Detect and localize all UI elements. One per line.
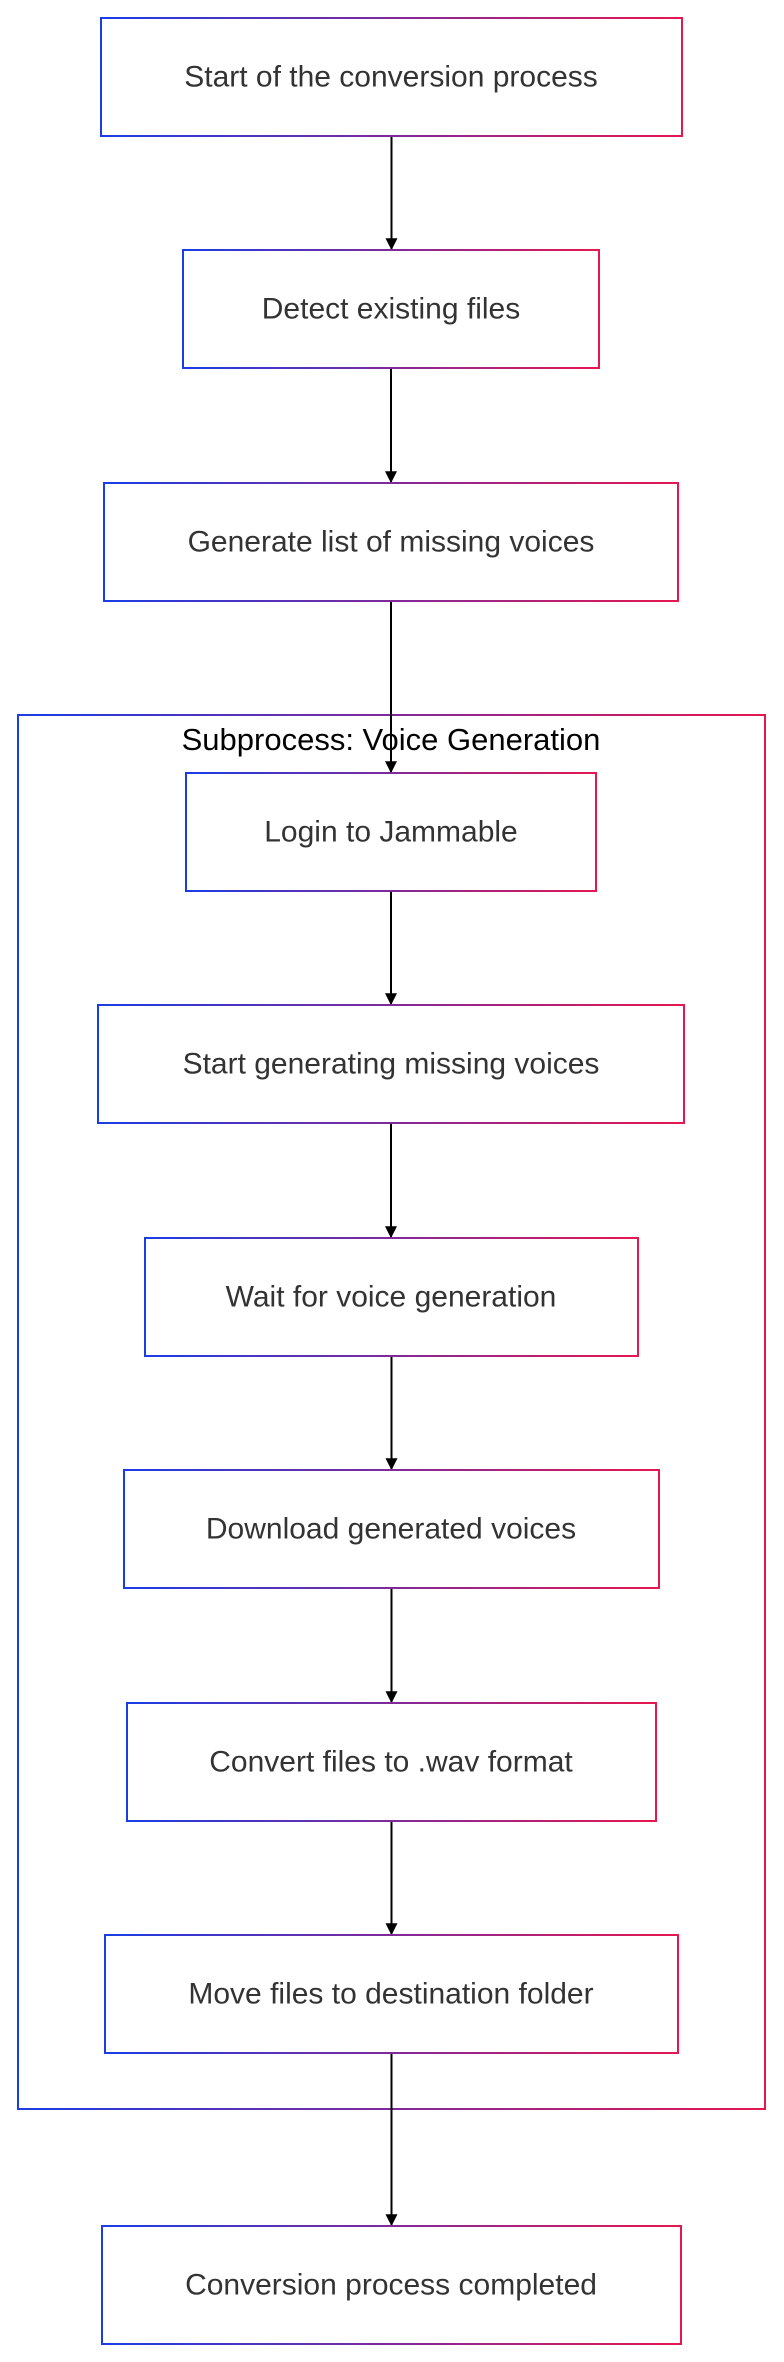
node-completed-box [101, 2225, 682, 2345]
node-detect: Detect existing files [182, 249, 600, 369]
node-move: Move files to destination folder [104, 1934, 679, 2054]
node-detect-label: Detect existing files [262, 293, 520, 326]
node-download-box [123, 1469, 660, 1589]
node-login-box [185, 772, 597, 892]
node-start-box [100, 17, 683, 137]
node-wait: Wait for voice generation [144, 1237, 639, 1357]
node-start-generating: Start generating missing voices [97, 1004, 685, 1124]
node-move-box [104, 1934, 679, 2054]
node-convert-box [126, 1702, 657, 1822]
node-convert-label: Convert files to .wav format [209, 1746, 573, 1779]
node-wait-label: Wait for voice generation [226, 1281, 557, 1314]
node-start-generating-box [97, 1004, 685, 1124]
node-completed: Conversion process completed [101, 2225, 682, 2345]
edges-layer [385, 136, 398, 2227]
node-start-label: Start of the conversion process [184, 61, 598, 94]
nodes-layer: Start of the conversion process Detect e… [97, 17, 685, 2345]
node-download: Download generated voices [123, 1469, 660, 1589]
node-generate-list: Generate list of missing voices [103, 482, 679, 602]
node-wait-box [144, 1237, 639, 1357]
node-login-label: Login to Jammable [264, 816, 517, 849]
node-detect-box [182, 249, 600, 369]
node-download-label: Download generated voices [206, 1513, 576, 1546]
node-start-generating-label: Start generating missing voices [183, 1048, 600, 1081]
node-convert: Convert files to .wav format [126, 1702, 657, 1822]
node-move-label: Move files to destination folder [188, 1978, 593, 2011]
node-start: Start of the conversion process [100, 17, 683, 137]
node-login: Login to Jammable [185, 772, 597, 892]
node-completed-label: Conversion process completed [185, 2269, 597, 2302]
node-generate-list-box [103, 482, 679, 602]
node-generate-list-label: Generate list of missing voices [188, 526, 595, 559]
